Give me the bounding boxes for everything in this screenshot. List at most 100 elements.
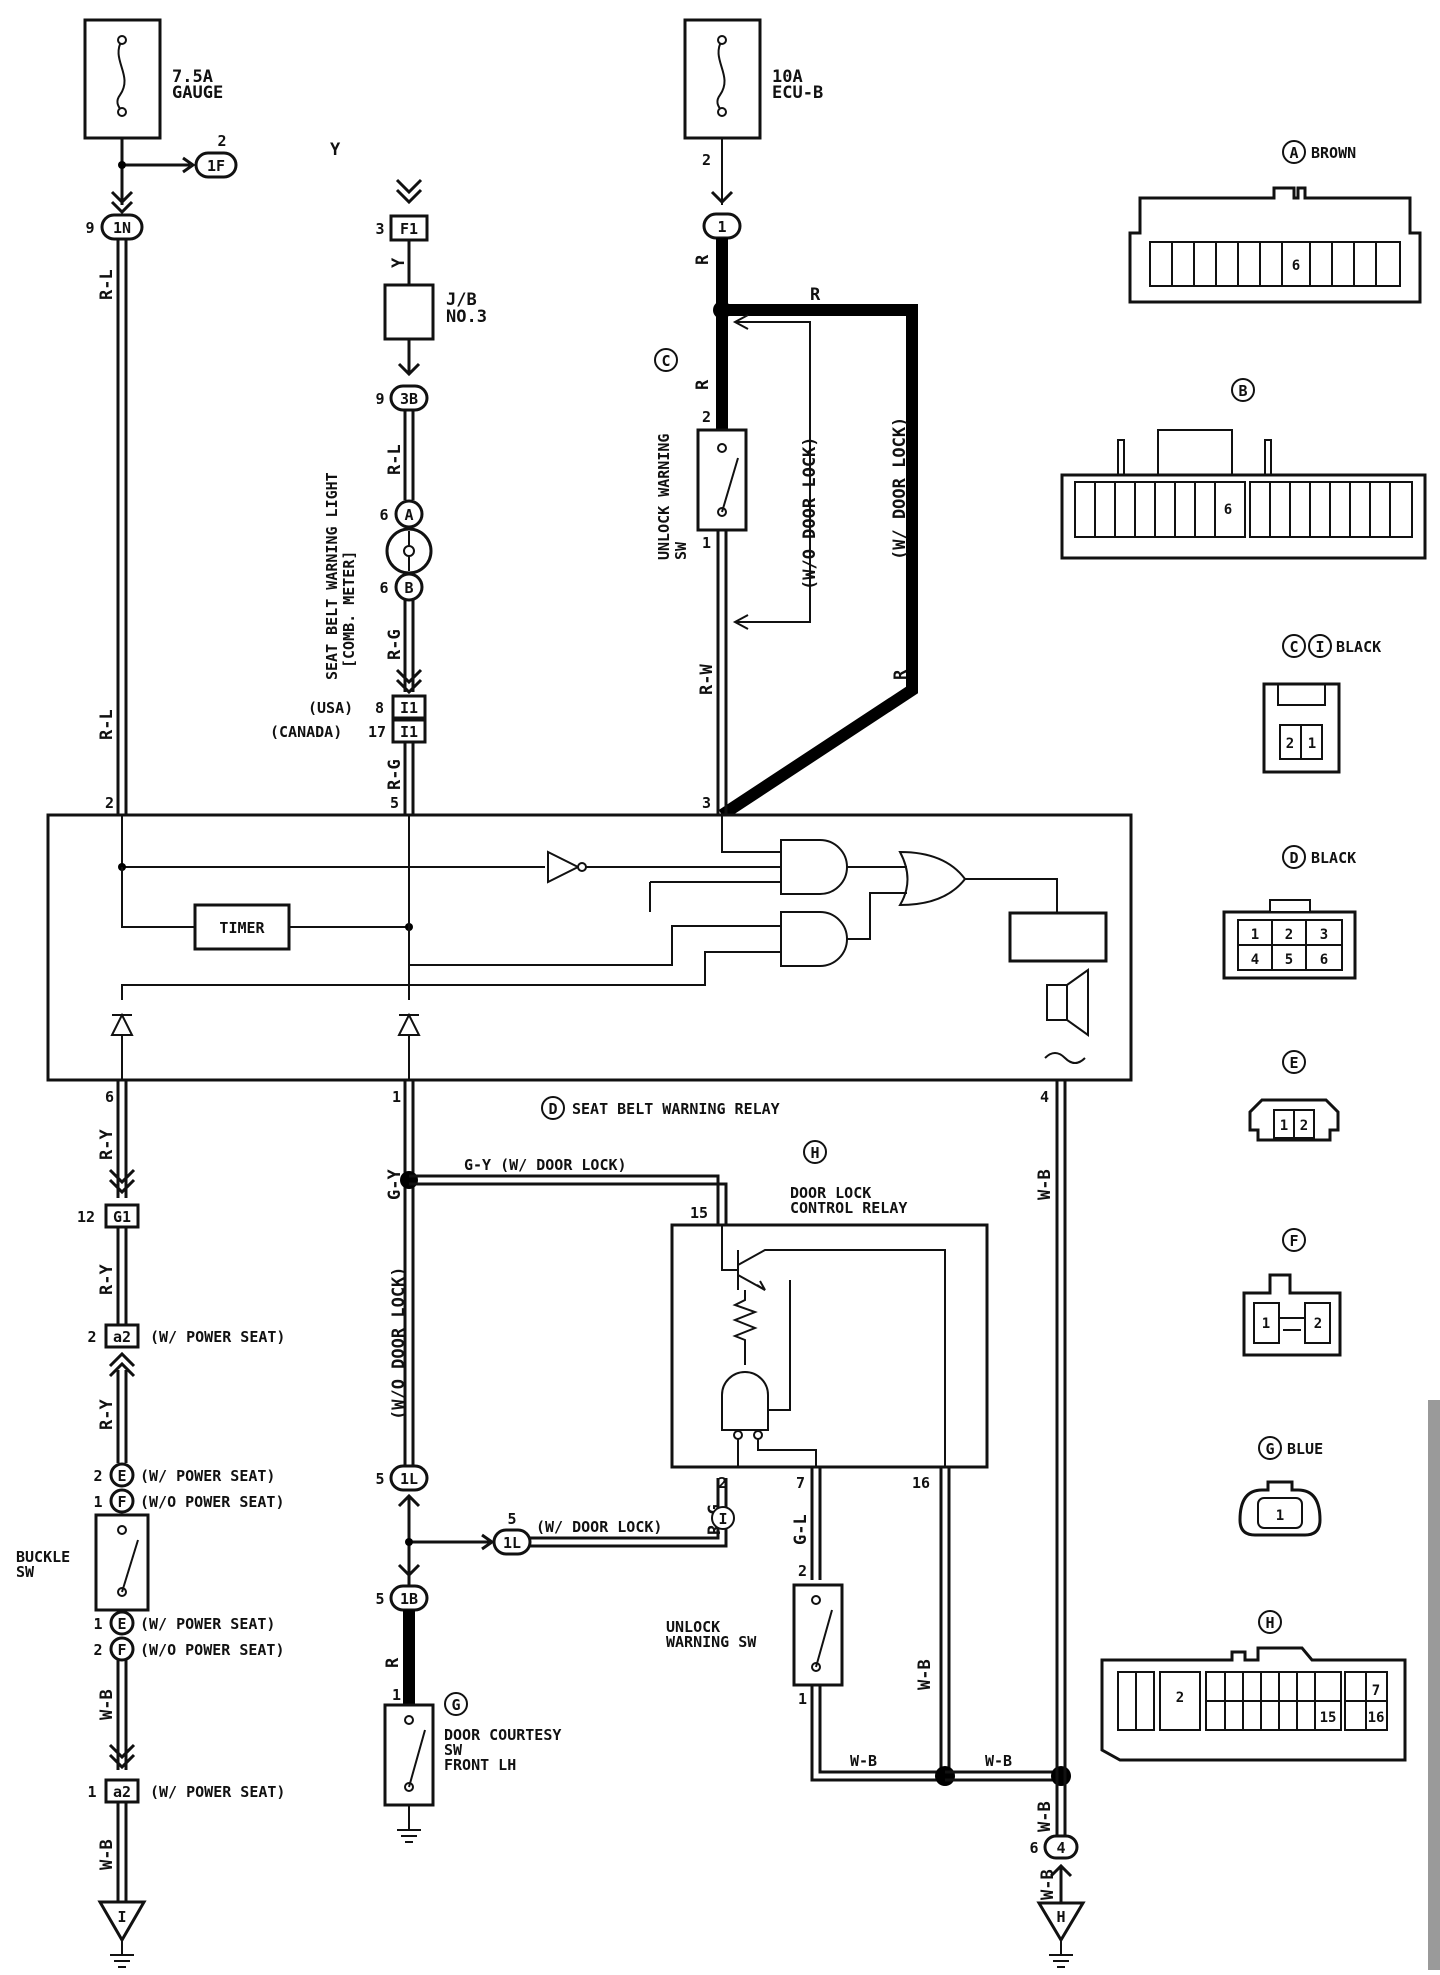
svg-text:7: 7 (796, 1474, 805, 1492)
svg-text:1: 1 (93, 1615, 102, 1633)
svg-text:B: B (1238, 382, 1247, 400)
ground-H: H (1036, 1901, 1086, 1968)
wire-wb-6: W-B (1035, 1169, 1055, 1200)
svg-text:I: I (718, 1510, 727, 1528)
svg-text:FRONT LH: FRONT LH (444, 1756, 516, 1774)
svg-text:7: 7 (1372, 1683, 1380, 1699)
svg-text:G: G (451, 1696, 460, 1714)
scan-edge (1428, 1400, 1440, 1970)
wire-ry-2: R-Y (97, 1264, 117, 1295)
svg-text:(W/ DOOR LOCK): (W/ DOOR LOCK) (536, 1518, 662, 1536)
fuse-gauge-rating: 7.5A (172, 67, 213, 87)
connector-1: 1 (702, 212, 742, 240)
connector-1N: 1N 9 (85, 213, 144, 241)
wire-r-door: R (383, 1657, 403, 1668)
door-lock-control-relay (670, 1223, 989, 1469)
connector-1F: 1F 2 (194, 132, 238, 179)
svg-text:2: 2 (1314, 1316, 1322, 1332)
svg-text:9: 9 (85, 219, 94, 237)
legend-connector-A: A BROWN 6 (1128, 140, 1422, 304)
wire-wb-4: W-B (915, 1659, 935, 1690)
svg-text:2: 2 (217, 132, 226, 150)
wire-r-2: R (693, 254, 713, 265)
unlock-warning-switch-bottom (792, 1583, 844, 1687)
svg-text:1: 1 (392, 1686, 401, 1704)
svg-text:F: F (1289, 1232, 1298, 1250)
svg-text:1: 1 (702, 534, 711, 552)
svg-text:H: H (810, 1144, 819, 1162)
wire-wb-5: W-B (985, 1752, 1012, 1770)
svg-text:6: 6 (379, 506, 388, 524)
svg-text:2: 2 (93, 1641, 102, 1659)
svg-text:E: E (117, 1467, 126, 1485)
svg-text:5: 5 (375, 1470, 384, 1488)
unlock-warning-sw-top-label: UNLOCK WARNING (655, 434, 673, 560)
svg-text:1N: 1N (113, 219, 131, 237)
svg-text:2: 2 (718, 1474, 727, 1492)
svg-text:F: F (117, 1641, 126, 1659)
svg-text:6: 6 (105, 1088, 114, 1106)
svg-text:16: 16 (1368, 1710, 1385, 1726)
connector-F1: F1 3 (375, 214, 429, 242)
svg-text:[COMB. METER]: [COMB. METER] (340, 551, 358, 668)
connector-4: 4 6 (1029, 1834, 1079, 1860)
svg-text:5: 5 (1285, 952, 1293, 968)
svg-text:3B: 3B (400, 390, 418, 408)
connector-G1: G1 12 (77, 1203, 140, 1229)
svg-text:I: I (1315, 638, 1324, 656)
svg-text:2: 2 (798, 1562, 807, 1580)
svg-text:SW: SW (16, 1563, 35, 1581)
svg-text:G1: G1 (113, 1208, 131, 1226)
svg-text:C: C (1289, 638, 1298, 656)
wire-r-3: R (693, 379, 713, 390)
connector-1L-right: 1L 5 (W/ DOOR LOCK) (492, 1510, 662, 1556)
svg-text:2: 2 (1285, 927, 1293, 943)
svg-text:(W/ POWER SEAT): (W/ POWER SEAT) (140, 1467, 275, 1485)
svg-text:6: 6 (1292, 258, 1300, 274)
wire-gy-h: G-Y (W/ DOOR LOCK) (464, 1156, 627, 1174)
door-courtesy-sw-label: DOOR COURTESY (444, 1726, 561, 1744)
svg-text:D: D (548, 1100, 557, 1118)
svg-text:16: 16 (912, 1474, 930, 1492)
legend-connector-CI: C I BLACK 2 1 (1262, 634, 1381, 774)
svg-text:9: 9 (375, 390, 384, 408)
wire-rl-1: R-L (97, 269, 117, 300)
wire-gl: G-L (791, 1514, 811, 1545)
svg-text:10A: 10A (772, 67, 803, 87)
wire-gy-v: G-Y (385, 1169, 405, 1200)
svg-text:1: 1 (93, 1493, 102, 1511)
svg-text:G: G (1265, 1440, 1274, 1458)
label-H-circle (803, 1140, 827, 1164)
seat-belt-light-label: SEAT BELT WARNING LIGHT (323, 472, 341, 680)
svg-text:TIMER: TIMER (219, 919, 265, 937)
connector-1L-left: 1L 5 (375, 1464, 429, 1492)
legend-connector-H: H 2 7 15 16 (1100, 1610, 1407, 1762)
wire-ry-3: R-Y (97, 1399, 117, 1430)
svg-text:a2: a2 (113, 1328, 131, 1346)
svg-text:1: 1 (717, 218, 726, 236)
svg-text:F1: F1 (400, 220, 418, 238)
svg-text:2: 2 (1300, 1118, 1308, 1134)
svg-text:(W/O POWER SEAT): (W/O POWER SEAT) (140, 1641, 285, 1659)
svg-text:3: 3 (1320, 927, 1328, 943)
svg-text:1: 1 (1276, 1508, 1284, 1524)
wire-wb-2: W-B (97, 1839, 117, 1870)
wire-wb-7: W-B (1035, 1801, 1055, 1832)
label-C-circle (654, 348, 678, 372)
svg-text:J/B: J/B (446, 290, 477, 310)
svg-text:I: I (117, 1908, 126, 1926)
fuse-gauge: 7.5A GAUGE (83, 18, 223, 140)
door-lock-relay-label: DOOR LOCK (790, 1184, 871, 1202)
svg-text:WARNING SW: WARNING SW (666, 1633, 757, 1651)
wire-y-f1: Y (389, 257, 409, 268)
svg-text:2: 2 (93, 1467, 102, 1485)
svg-text:4: 4 (1056, 1839, 1065, 1857)
svg-text:6: 6 (1224, 502, 1232, 518)
buckle-switch: BUCKLE SW (16, 1513, 150, 1612)
svg-text:SW: SW (672, 541, 690, 560)
wire-r-1: R (810, 285, 821, 305)
svg-text:BLUE: BLUE (1287, 1440, 1323, 1458)
svg-text:ECU-B: ECU-B (772, 83, 823, 103)
junction-block-3: J/B NO.3 (383, 283, 487, 341)
